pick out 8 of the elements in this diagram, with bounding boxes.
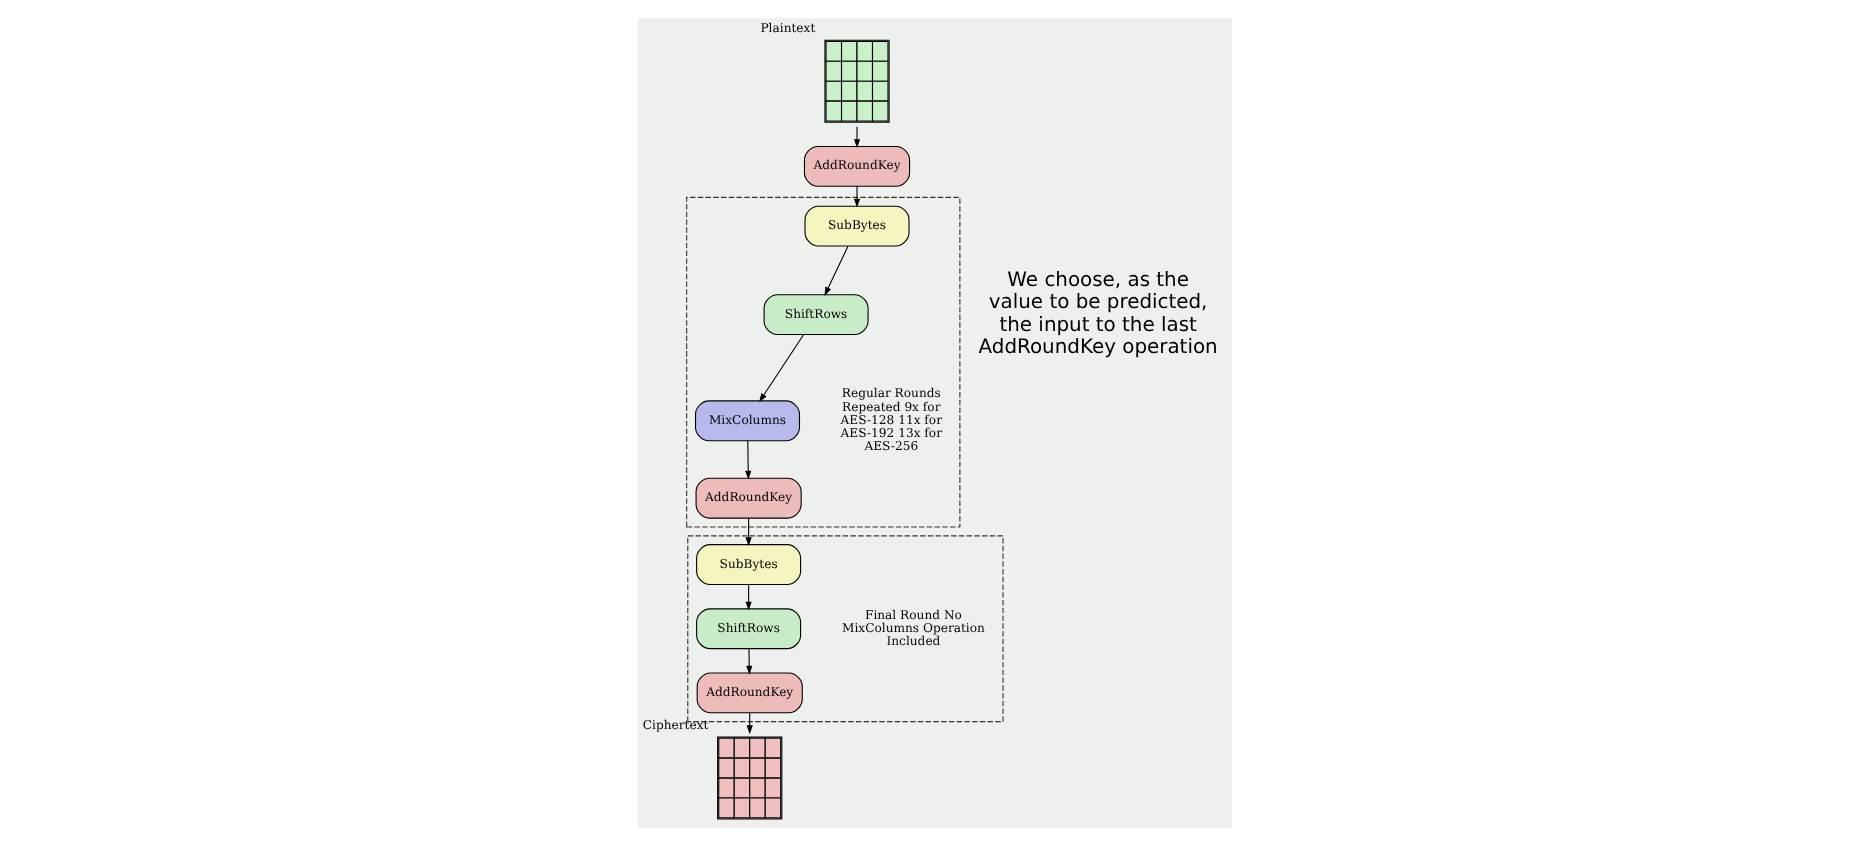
arrow	[852, 125, 860, 148]
arrow	[758, 333, 804, 402]
arrow	[852, 184, 860, 207]
label: We choose, as the value to be predicted, the input to the last AddRoundKey operation	[977, 269, 1217, 358]
arrow	[823, 244, 848, 295]
arrow	[745, 647, 752, 674]
arrow	[744, 516, 751, 546]
arrow	[744, 439, 751, 479]
